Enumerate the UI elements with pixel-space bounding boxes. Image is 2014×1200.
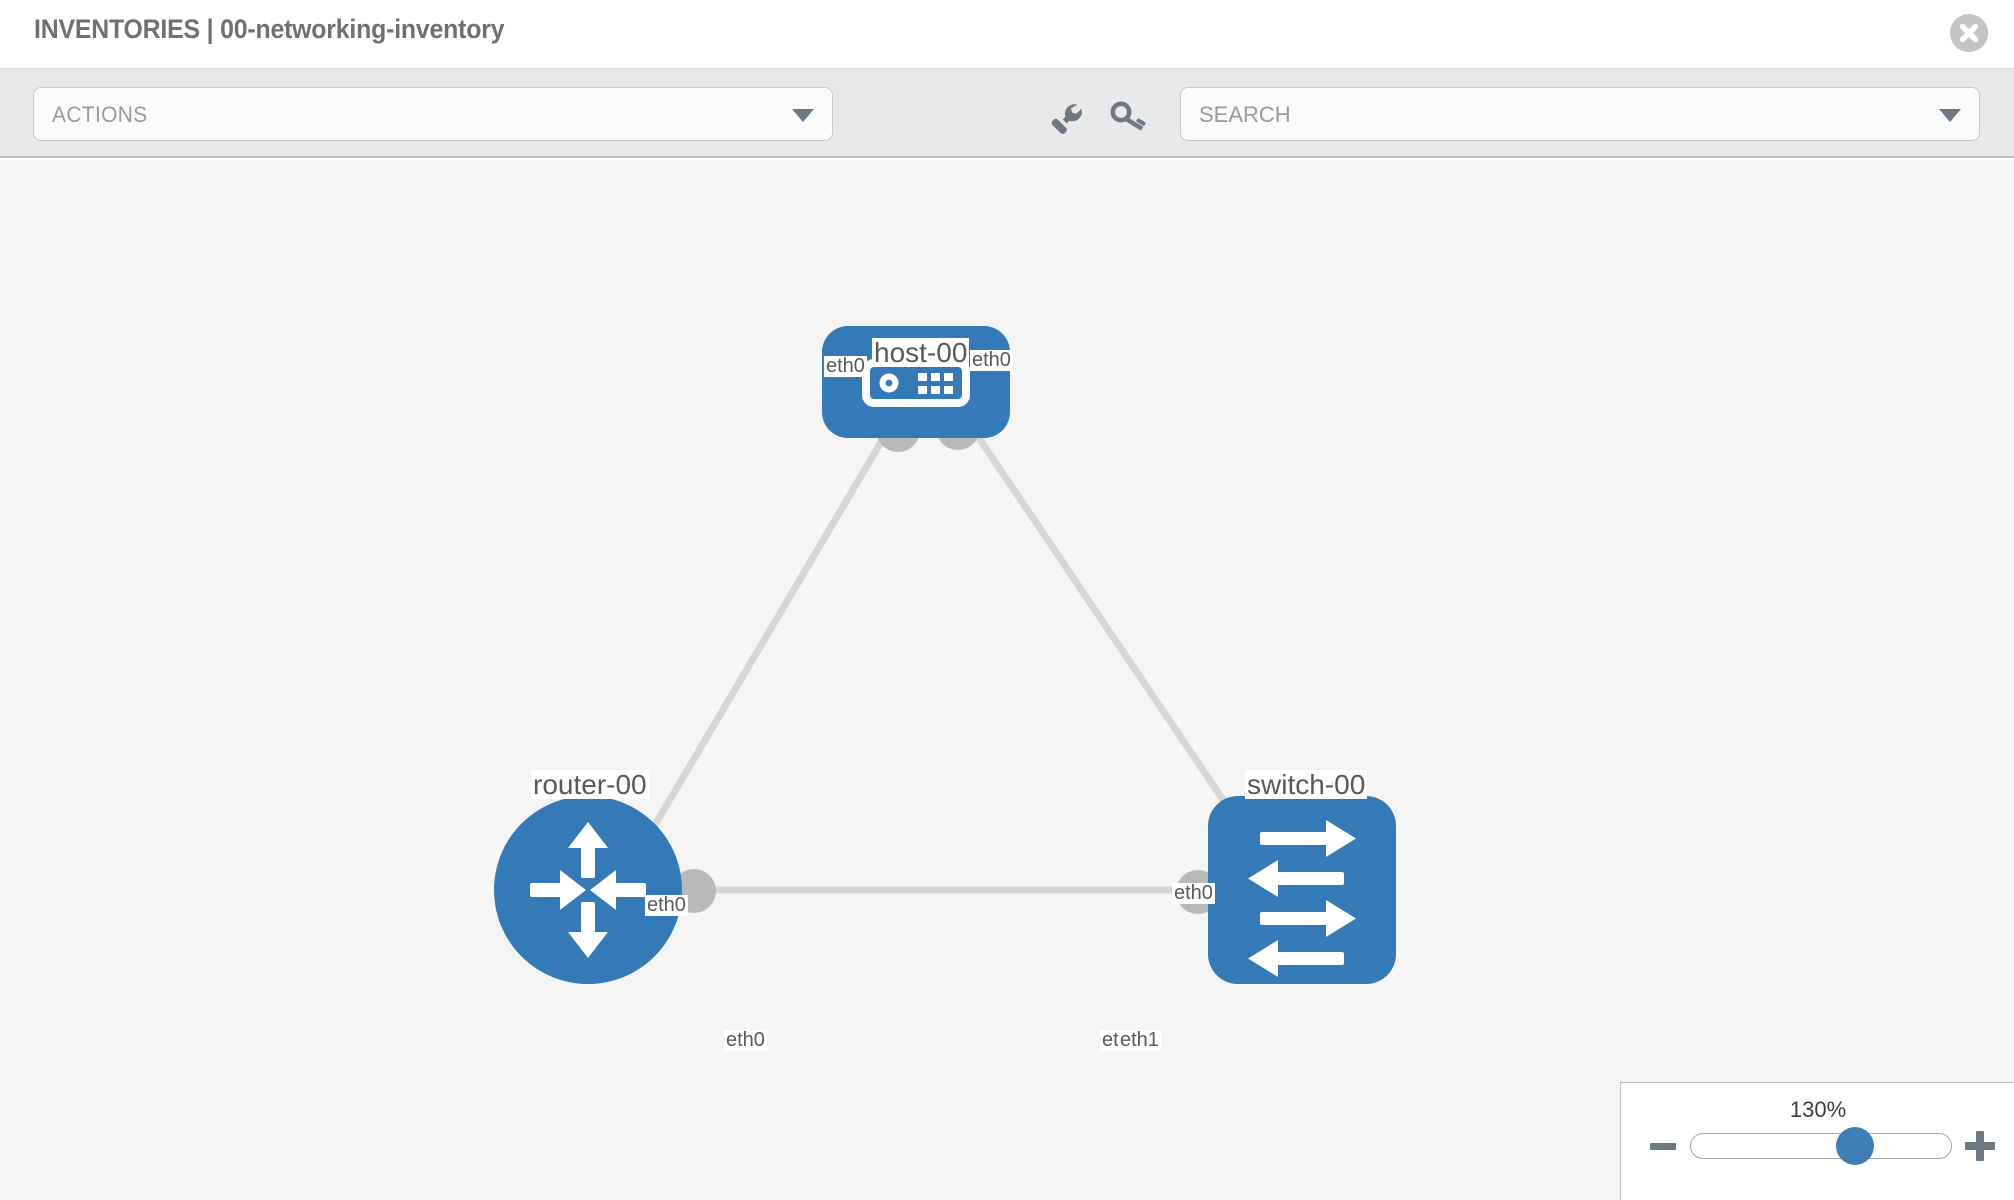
node-switch-00[interactable] [1208,796,1396,984]
switch-arrows-icon [1248,820,1356,977]
zoom-out-button[interactable] [1650,1143,1676,1150]
search-field[interactable] [1180,87,1980,142]
iface-label: eth0 [645,894,688,916]
zoom-control-panel: 130% [1620,1082,2014,1200]
chevron-down-icon [792,109,814,122]
node-router-00[interactable] [494,796,682,984]
zoom-slider-thumb[interactable] [1835,1127,1874,1165]
actions-dropdown[interactable]: ACTIONS [33,87,833,141]
link-host-switch[interactable] [957,408,1241,824]
iface-label: eth1 [1118,1029,1161,1051]
router-four-arrows-icon [530,822,646,958]
wrench-icon[interactable] [1047,97,1087,137]
connector-nubs [672,406,1254,914]
page-header: INVENTORIES | 00-networking-inventory [0,0,2014,68]
iface-label: eth0 [970,349,1013,371]
iface-label: eth0 [824,355,867,377]
topology-graph [494,326,1396,984]
close-icon[interactable] [1950,14,1988,52]
page-title: INVENTORIES | 00-networking-inventory [34,14,505,44]
chevron-down-icon[interactable] [1939,109,1961,122]
node-label-host-00: host-00 [872,337,970,368]
topology-canvas[interactable]: host-00 router-00 switch-00 eth0 eth0 et… [0,160,2014,1200]
link-host-router[interactable] [648,408,904,832]
iface-label: eth0 [1172,882,1215,904]
node-label-switch-00: switch-00 [1245,769,1368,800]
node-label-router-00: router-00 [531,769,649,800]
zoom-in-button[interactable] [1965,1131,1995,1161]
zoom-slider-track[interactable] [1690,1133,1952,1159]
iface-label: eth0 [724,1029,767,1051]
actions-dropdown-label: ACTIONS [52,102,148,127]
search-input[interactable] [1197,88,1921,142]
key-icon[interactable] [1108,97,1148,137]
toolbar: ACTIONS [0,68,2014,158]
zoom-level-label: 130% [1789,1097,1847,1122]
